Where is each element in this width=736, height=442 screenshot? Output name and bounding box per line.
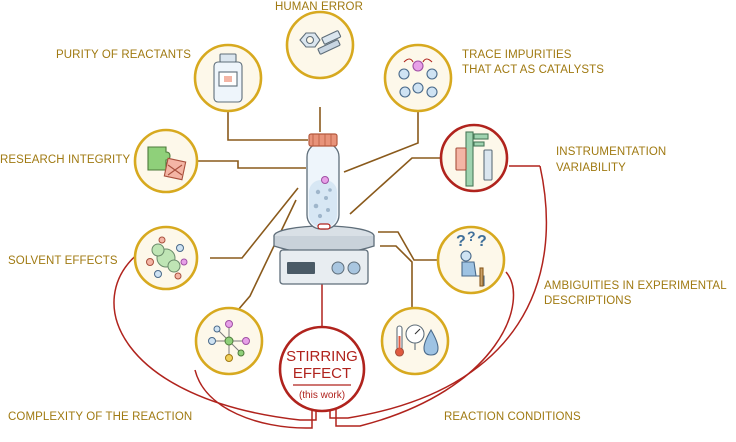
center-line1: STIRRING: [286, 348, 358, 365]
connector-ambiguities: [378, 231, 437, 261]
impurity-dot: [321, 176, 329, 184]
center-line3: (this work): [299, 390, 345, 401]
stirrer-knob-1: [331, 261, 345, 275]
factor-complexity: [194, 306, 264, 376]
connector-purity: [227, 103, 308, 141]
thermometer-gauge-drop-icon: [394, 324, 439, 357]
factor-purity: [193, 43, 263, 113]
red-arc-complexity: [194, 369, 313, 429]
tube-cap: [308, 133, 338, 147]
label-ambiguities-line1: AMBIGUITIES IN EXPERIMENTAL: [544, 280, 727, 292]
central-apparatus: [273, 133, 375, 285]
tube-liquid: [309, 180, 337, 227]
connectors: [197, 103, 440, 311]
factor-research-integrity: [133, 128, 199, 194]
connector-trace: [343, 107, 419, 173]
svg-text:?: ?: [467, 228, 476, 244]
catalyst-molecules-icon: [398, 58, 438, 98]
label-instrumentation-line1: INSTRUMENTATION: [556, 146, 667, 158]
factor-instrumentation: [439, 123, 509, 193]
label-purity: PURITY OF REACTANTS: [56, 49, 192, 61]
stirring-effect-node: STIRRING EFFECT (this work): [278, 325, 366, 413]
factor-conditions: [380, 306, 450, 376]
stirrer-knob-2: [347, 261, 361, 275]
reagent-bottle-icon: [213, 53, 243, 103]
caliper-icon: [455, 131, 493, 187]
label-trace-line2: THAT ACT AS CATALYSTS: [462, 64, 605, 76]
red-arc-instrumentation: [329, 165, 548, 419]
stirrer-body: [279, 249, 369, 285]
connector-solvent: [210, 187, 299, 259]
factor-human-error: [285, 10, 355, 80]
nuts-bolts-icon: [299, 30, 342, 55]
reaction-network-icon: [208, 320, 250, 362]
red-arc-ambiguities: [335, 271, 515, 427]
label-instrumentation-line2: VARIABILITY: [556, 162, 626, 174]
connector-conditions: [380, 245, 413, 310]
connector-instrumentation: [349, 157, 440, 215]
label-solvent: SOLVENT EFFECTS: [8, 255, 118, 267]
label-trace-line1: TRACE IMPURITIES: [462, 49, 572, 61]
factor-solvent: [133, 225, 199, 291]
svg-text:?: ?: [456, 233, 466, 250]
label-research-integrity: RESEARCH INTEGRITY: [0, 154, 131, 166]
label-complexity: COMPLEXITY OF THE REACTION: [8, 411, 193, 423]
label-conditions: REACTION CONDITIONS: [444, 411, 581, 423]
label-ambiguities-line2: DESCRIPTIONS: [544, 295, 632, 307]
red-arc-solvent: [113, 251, 317, 421]
factor-ambiguities: ? ? ?: [436, 225, 506, 295]
factor-trace: [383, 43, 453, 113]
center-line2: EFFECT: [293, 365, 351, 382]
solvated-molecules-icon: [146, 236, 188, 280]
stirrer-display: [287, 262, 315, 274]
label-human-error: HUMAN ERROR: [275, 1, 363, 13]
confused-person-icon: ? ? ?: [456, 228, 487, 287]
puzzle-icon: [147, 146, 187, 181]
stir-bar: [317, 223, 331, 230]
svg-text:?: ?: [477, 233, 487, 250]
connector-integrity: [197, 160, 306, 169]
